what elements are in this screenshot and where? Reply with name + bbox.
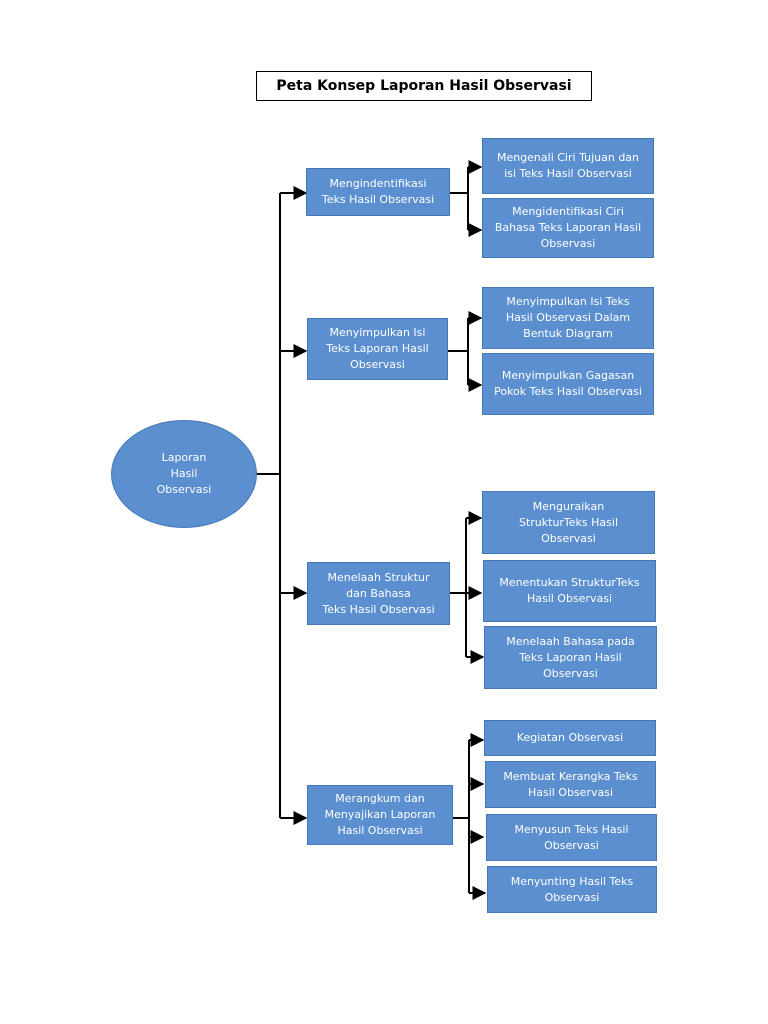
leaf-node-analyze-language: Menelaah Bahasa pada Teks Laporan Hasil … — [484, 626, 657, 689]
leaf-node-identify-language: Mengidentifikasi Ciri Bahasa Teks Lapora… — [482, 198, 654, 258]
leaf-node-create-outline: Membuat Kerangka Teks Hasil Observasi — [485, 761, 656, 808]
leaf-node-main-idea: Menyimpulkan Gagasan Pokok Teks Hasil Ob… — [482, 353, 654, 415]
leaf-node-determine-structure: Menentukan StrukturTeks Hasil Observasi — [483, 560, 656, 622]
leaf-node-edit-text: Menyunting Hasil Teks Observasi — [487, 866, 657, 913]
leaf-node-describe-structure: Menguraikan StrukturTeks Hasil Observasi — [482, 491, 655, 554]
branch-node-identify: Mengindentifikasi Teks Hasil Observasi — [306, 168, 450, 216]
leaf-node-compose-text: Menyusun Teks Hasil Observasi — [486, 814, 657, 861]
diagram-title: Peta Konsep Laporan Hasil Observasi — [256, 71, 592, 101]
leaf-node-diagram-summary: Menyimpulkan Isi Teks Hasil Observasi Da… — [482, 287, 654, 349]
leaf-node-observation-activity: Kegiatan Observasi — [484, 720, 656, 756]
branch-node-analyze-structure: Menelaah Struktur dan Bahasa Teks Hasil … — [307, 562, 450, 625]
branch-node-summarize: Menyimpulkan Isi Teks Laporan Hasil Obse… — [307, 318, 448, 380]
branch-node-present: Merangkum dan Menyajikan Laporan Hasil O… — [307, 785, 453, 845]
leaf-node-recognize-purpose: Mengenali Ciri Tujuan dan isi Teks Hasil… — [482, 138, 654, 194]
root-node: Laporan Hasil Observasi — [111, 420, 257, 528]
